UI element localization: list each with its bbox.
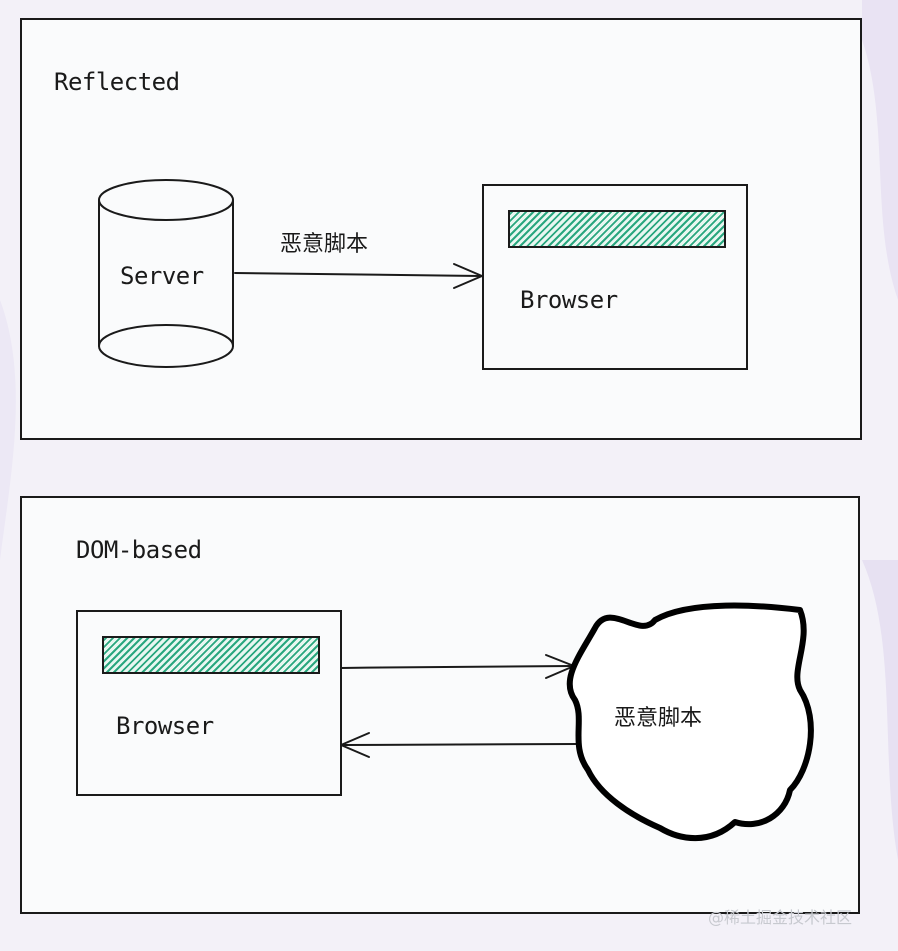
reflected-script-label: 恶意脚本 [280,232,369,257]
malicious-script-cloud-icon [566,602,814,842]
address-bar-hatch [508,210,726,248]
reflected-browser-label: Browser [520,286,618,314]
dom-script-label: 恶意脚本 [614,706,703,731]
dom-browser-box: Browser [76,610,342,796]
reflected-panel: Reflected Browser [20,18,862,440]
reflected-browser-box: Browser [482,184,748,370]
arrow-script-to-browser [340,732,579,758]
dom-based-title: DOM-based [76,536,202,564]
address-bar-hatch [102,636,320,674]
arrow-browser-to-script [340,654,575,679]
dom-browser-label: Browser [116,712,214,740]
watermark: @稀土掘金技术社区 [708,908,853,927]
server-label: Server [120,262,204,290]
server-database-icon [98,179,234,368]
reflected-title: Reflected [54,68,180,96]
arrow-server-to-browser [234,263,483,289]
